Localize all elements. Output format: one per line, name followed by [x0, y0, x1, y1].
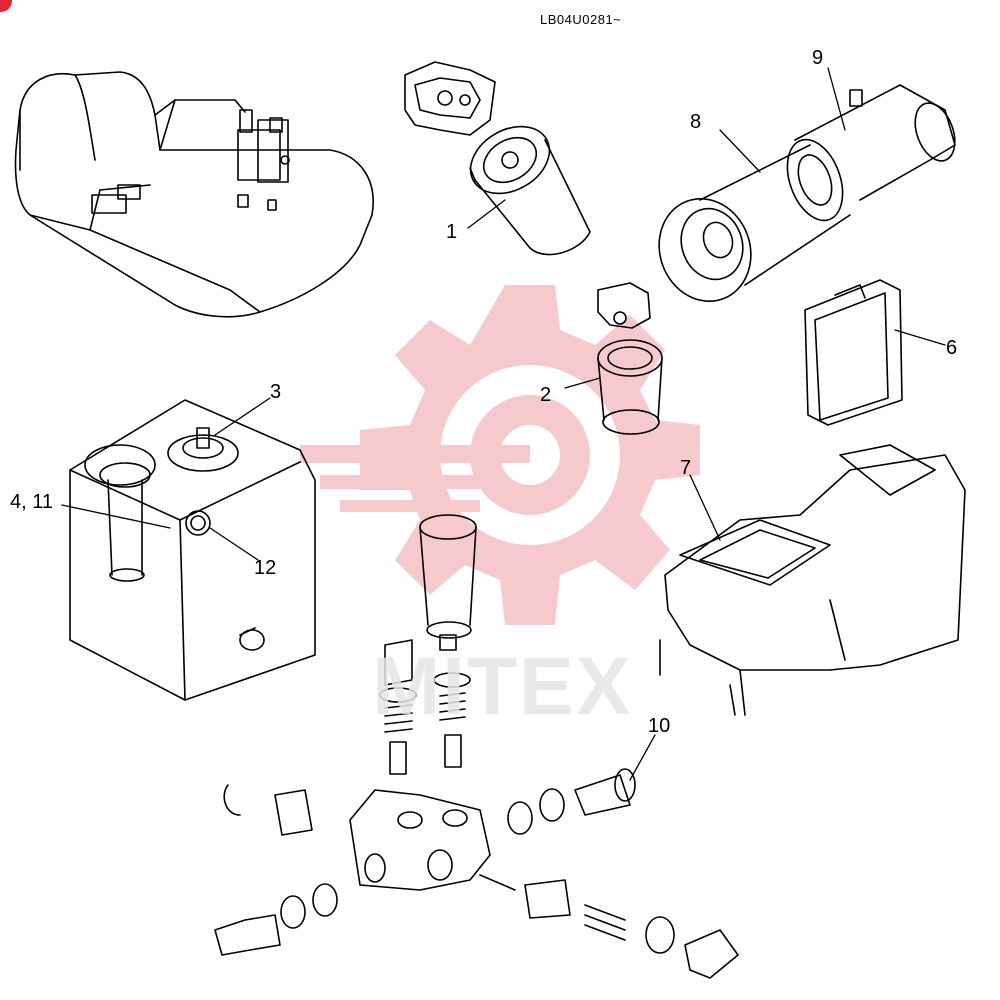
part-10-valve-assembly: [214, 768, 739, 979]
callout-12: 12: [254, 557, 277, 579]
part-7-ac-unit: [659, 444, 966, 716]
watermark-gear: [300, 285, 700, 625]
document-code: LB04U0281~: [540, 12, 622, 27]
callout-3: 3: [270, 381, 282, 403]
part-6-cab-filter: [804, 279, 903, 426]
watermark-text: MITEX: [372, 641, 633, 732]
callout-8: 8: [690, 111, 702, 133]
callout-6: 6: [946, 337, 958, 359]
strainer-assembly: [379, 514, 477, 775]
part-8-9-air-cleaner: [658, 84, 956, 303]
part-2-fuel-filter: [597, 282, 663, 435]
machine-body: [14, 71, 374, 318]
part-1-filter: [404, 61, 591, 256]
callout-1: 1: [446, 221, 458, 243]
callout-4-11: 4, 11: [10, 491, 53, 513]
tank-assembly: [69, 399, 316, 701]
callout-2: 2: [540, 384, 552, 406]
leader-lines: [61, 67, 946, 781]
callout-9: 9: [812, 47, 824, 69]
callout-7: 7: [680, 457, 692, 479]
callout-10: 10: [648, 715, 671, 737]
